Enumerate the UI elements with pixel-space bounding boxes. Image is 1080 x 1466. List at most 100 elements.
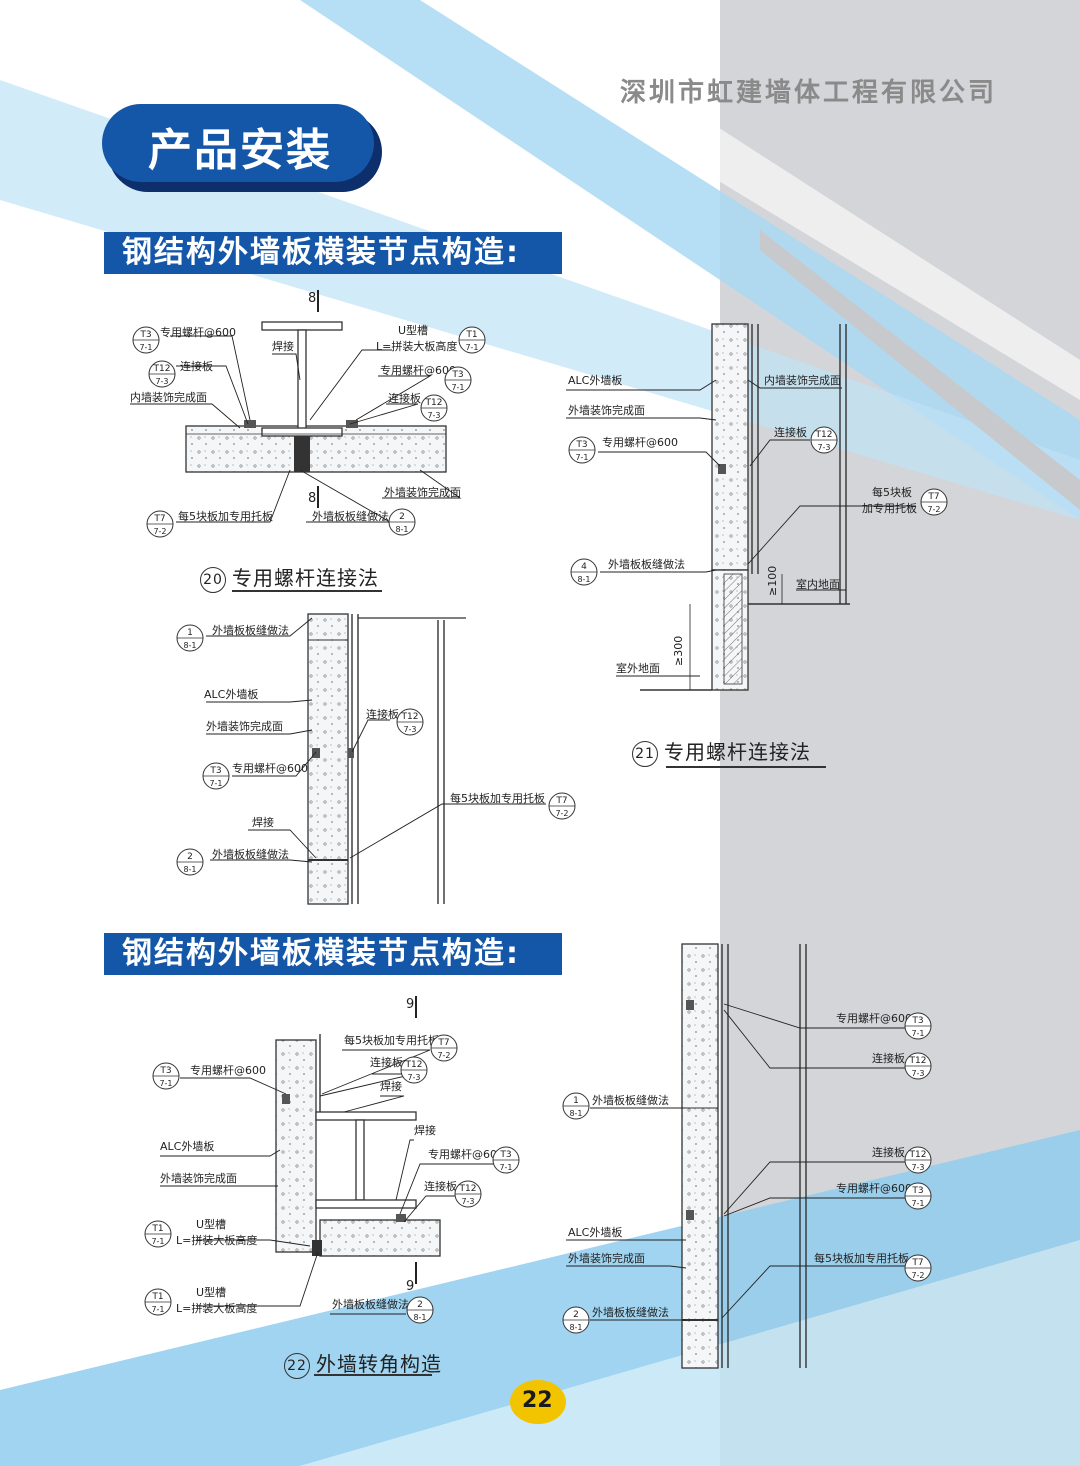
ref-bubble-bottom: 8-1 [183, 865, 196, 874]
ref-bubble-top: 2 [573, 1310, 579, 1320]
ref-bubble-bottom: 7-3 [461, 1197, 474, 1206]
ref-bubble-top: T7 [437, 1038, 449, 1048]
d20-label-support: 每5块板加专用托板 [178, 509, 273, 523]
d22b-label-bolt-2: 专用螺杆@600 [836, 1181, 912, 1195]
d22b-label-joint: 外墙板板缝做法 [592, 1093, 669, 1107]
ref-bubble-d22-5: T17-1 [144, 1220, 172, 1248]
ref-bubble-d20-5: T77-2 [146, 510, 174, 538]
caption-21-underline [666, 766, 826, 768]
ref-bubble-bottom: 7-3 [407, 1073, 420, 1082]
d21-label-plate: 连接板 [774, 425, 807, 439]
ref-bubble-top: T3 [451, 370, 463, 380]
d22b-label-support: 每5块板加专用托板 [814, 1251, 909, 1265]
d22-label-weld-2: 焊接 [414, 1123, 436, 1137]
detail-20-drawing [130, 290, 462, 523]
ref-bubble-top: T7 [927, 492, 939, 502]
d20b-label-alc: ALC外墙板 [204, 687, 258, 701]
ref-bubble-bottom: 8-1 [577, 575, 590, 584]
ref-bubble-top: T3 [499, 1150, 511, 1160]
ref-bubble-d22b-0: T37-1 [904, 1012, 932, 1040]
ref-bubble-bottom: 7-3 [155, 377, 168, 386]
d21-label-inner-finish: 内墙装饰完成面 [764, 373, 841, 387]
d22b-label-alc: ALC外墙板 [568, 1225, 622, 1239]
ref-bubble-bottom: 7-1 [151, 1237, 164, 1246]
ref-bubble-top: T12 [909, 1056, 927, 1066]
ref-bubble-top: 2 [399, 512, 405, 522]
d22b-label-finish: 外墙装饰完成面 [568, 1251, 645, 1265]
caption-22-underline [314, 1374, 432, 1376]
d20b-label-finish: 外墙装饰完成面 [206, 719, 283, 733]
ref-bubble-top: T1 [465, 330, 477, 340]
ref-bubble-d21-0: T37-1 [568, 436, 596, 464]
d22-label-plate-2: 连接板 [424, 1179, 457, 1193]
ref-bubble-top: 1 [573, 1096, 579, 1106]
d22b-label-plate: 连接板 [872, 1051, 905, 1065]
d20-label-bolt-2: 专用螺杆@600 [380, 363, 456, 377]
ref-bubble-d22b-5: T77-2 [904, 1254, 932, 1282]
ref-bubble-bottom: 7-2 [927, 505, 940, 514]
ref-bubble-top: T7 [555, 796, 567, 806]
d21-label-indoor-floor: 室内地面 [796, 577, 840, 591]
ref-bubble-d20-2: T17-1 [458, 326, 486, 354]
ref-bubble-d20-3: T37-1 [444, 366, 472, 394]
caption-20-text: 专用螺杆连接法 [232, 566, 379, 590]
detail-20b-drawing [206, 613, 546, 905]
ref-bubble-d20-6: 28-1 [388, 508, 416, 536]
d22-label-bolt-2: 专用螺杆@600 [428, 1147, 504, 1161]
detail-22-drawing [160, 996, 494, 1315]
d21-label-alc: ALC外墙板 [568, 373, 622, 387]
ref-bubble-d20b-4: 28-1 [176, 848, 204, 876]
ref-bubble-d20b-3: T77-2 [548, 792, 576, 820]
ref-bubble-bottom: 7-1 [465, 343, 478, 352]
ref-bubble-d22-7: 28-1 [406, 1296, 434, 1324]
ref-bubble-bottom: 7-3 [911, 1163, 924, 1172]
detail-22b-drawing [566, 943, 906, 1369]
d20-label-weld: 焊接 [272, 339, 294, 353]
ref-bubble-top: T12 [401, 712, 419, 722]
ref-bubble-bottom: 7-2 [911, 1271, 924, 1280]
d20-section-mark-top: 8 [308, 291, 316, 306]
ref-bubble-top: T1 [151, 1292, 163, 1302]
d22-section-mark-bottom: 9 [406, 1279, 414, 1294]
ref-bubble-bottom: 7-1 [911, 1029, 924, 1038]
ref-bubble-top: T3 [911, 1016, 923, 1026]
ref-bubble-bottom: 7-2 [153, 527, 166, 536]
ref-bubble-top: 4 [581, 562, 587, 572]
ref-bubble-top: 2 [417, 1300, 423, 1310]
d20-section-mark-bottom: 8 [308, 491, 316, 506]
ref-bubble-bottom: 8-1 [395, 525, 408, 534]
d20-label-plate: 连接板 [180, 359, 213, 373]
ref-bubble-d22b-6: 28-1 [562, 1306, 590, 1334]
d22-label-bolt: 专用螺杆@600 [190, 1063, 266, 1077]
ref-bubble-d22-1: T37-1 [152, 1062, 180, 1090]
ref-bubble-bottom: 7-1 [139, 343, 152, 352]
ref-bubble-bottom: 7-1 [209, 779, 222, 788]
ref-bubble-d22b-4: T37-1 [904, 1182, 932, 1210]
ref-bubble-d20b-2: T37-1 [202, 762, 230, 790]
caption-20-number: 20 [200, 566, 226, 593]
ref-bubble-top: T12 [405, 1060, 423, 1070]
ref-bubble-bottom: 7-2 [555, 809, 568, 818]
ref-bubble-bottom: 7-1 [159, 1079, 172, 1088]
d20-label-bolt: 专用螺杆@600 [160, 325, 236, 339]
caption-22-text: 外墙转角构造 [316, 1352, 442, 1376]
ref-bubble-d21-3: 48-1 [570, 558, 598, 586]
d21-label-support-1: 每5块板 [872, 485, 912, 499]
d21-label-outdoor-floor: 室外地面 [616, 661, 660, 675]
ref-bubble-bottom: 8-1 [569, 1323, 582, 1332]
ref-bubble-bottom: 7-1 [499, 1163, 512, 1172]
d22-label-alc: ALC外墙板 [160, 1139, 214, 1153]
d20-label-plate-2: 连接板 [388, 391, 421, 405]
d20b-label-support: 每5块板加专用托板 [450, 791, 545, 805]
d20b-label-joint-2: 外墙板板缝做法 [212, 847, 289, 861]
d22-section-mark-top: 9 [406, 997, 414, 1012]
ref-bubble-top: T12 [459, 1184, 477, 1194]
